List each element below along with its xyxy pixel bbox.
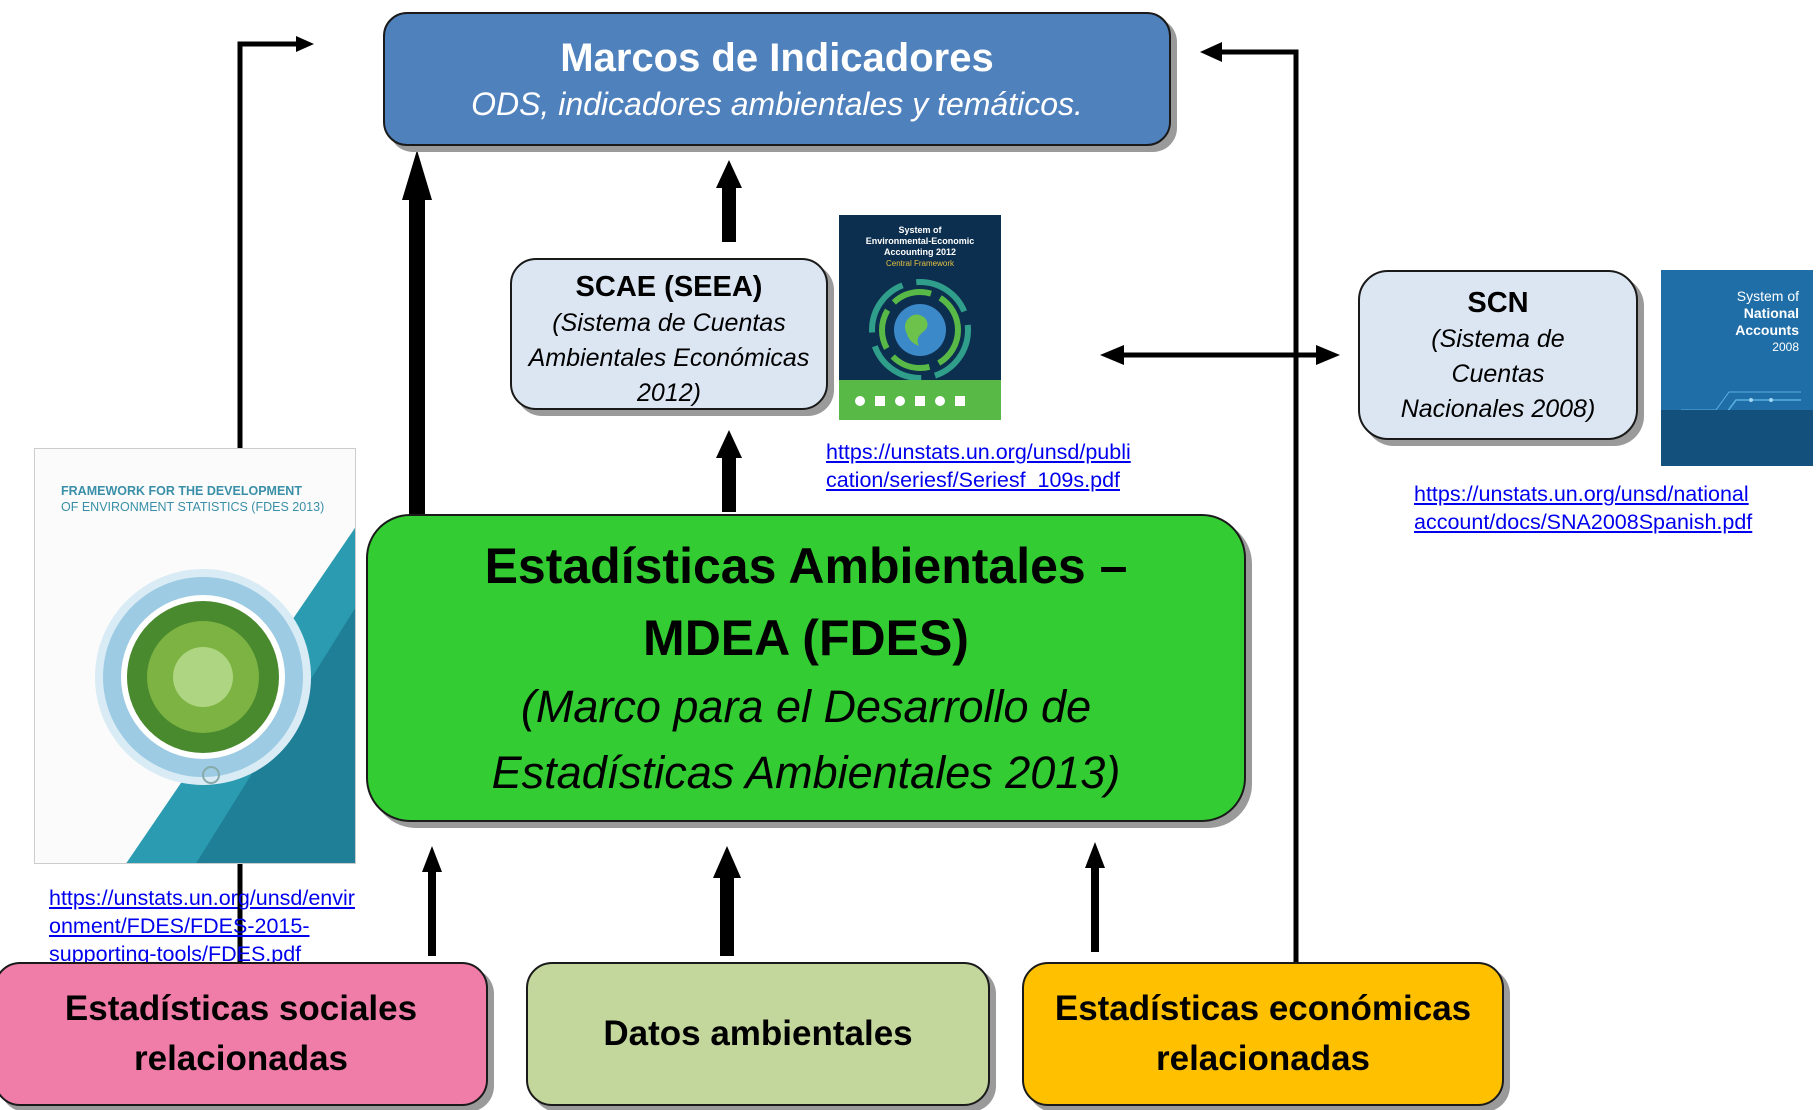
scn-link[interactable]: https://unstats.un.org/unsd/national acc… <box>1414 480 1752 536</box>
env-data-label: Datos ambientales <box>603 1014 913 1053</box>
arrowhead-fdes-to-indicators <box>402 150 432 200</box>
arrow-economic-to-indicators <box>1220 49 1299 962</box>
seea-cover-title-1: System of <box>898 225 942 235</box>
seea-cover-image: System of Environmental-Economic Account… <box>839 215 1001 420</box>
seea-line-3: 2012) <box>637 379 701 407</box>
arrowhead-fdes-to-seea <box>716 430 742 458</box>
economic-stats-line-1: Estadísticas económicas <box>1054 989 1472 1028</box>
seea-cover-title-2: Environmental-Economic <box>865 236 975 246</box>
scn-cover-title-4: 2008 <box>1772 340 1799 354</box>
social-stats-line-1: Estadísticas sociales <box>64 989 418 1028</box>
fdes-main-box: Estadísticas Ambientales – MDEA (FDES) (… <box>366 514 1246 822</box>
fdes-subtitle-line-2: Estadísticas Ambientales 2013) <box>491 747 1121 798</box>
fdes-cover-title-2: OF ENVIRONMENT STATISTICS (FDES 2013) <box>61 500 325 514</box>
economic-stats-box: Estadísticas económicas relacionadas <box>1022 962 1504 1106</box>
scn-line-1: (Sistema de <box>1431 324 1565 353</box>
social-stats-line-2: relacionadas <box>134 1039 348 1078</box>
seea-box: SCAE (SEEA) (Sistema de Cuentas Ambienta… <box>510 258 828 410</box>
indicators-framework-box: Marcos de Indicadores ODS, indicadores a… <box>383 12 1171 146</box>
fdes-cover-title-1: FRAMEWORK FOR THE DEVELOPMENT <box>61 484 302 498</box>
social-stats-box: Estadísticas sociales relacionadas <box>0 962 488 1106</box>
arrowhead-envdata-to-fdes <box>713 846 741 878</box>
scn-line-3: Nacionales 2008) <box>1400 394 1596 423</box>
fdes-title-line-1: Estadísticas Ambientales – <box>484 538 1128 594</box>
arrowhead-social-to-fdes <box>422 846 442 872</box>
arrow-social-to-fdes <box>428 870 436 956</box>
fdes-link-line-2[interactable]: onment/FDES/FDES-2015- <box>49 914 310 938</box>
scn-cover-title-3: Accounts <box>1735 322 1799 338</box>
fdes-link[interactable]: https://unstats.un.org/unsd/envir onment… <box>49 884 355 968</box>
globe-icon <box>869 279 971 381</box>
fdes-cover-image: FRAMEWORK FOR THE DEVELOPMENT OF ENVIRON… <box>34 448 356 864</box>
arrow-envdata-to-fdes <box>720 876 734 956</box>
scn-cover-image: System of National Accounts 2008 <box>1661 270 1813 466</box>
fdes-title-line-2: MDEA (FDES) <box>643 610 969 666</box>
arrowhead-seea-to-indicators <box>716 160 742 188</box>
arrowhead-economic-to-fdes <box>1085 842 1105 868</box>
arrowhead-to-seea <box>1100 345 1124 365</box>
seea-link-line-2[interactable]: cation/seriesf/Seriesf_109s.pdf <box>826 468 1120 492</box>
scn-line-2: Cuentas <box>1451 359 1545 388</box>
scn-link-line-1[interactable]: https://unstats.un.org/unsd/national <box>1414 482 1749 506</box>
scn-title: SCN <box>1467 286 1529 319</box>
arrow-seea-to-indicators <box>722 186 736 242</box>
economic-stats-line-2: relacionadas <box>1156 1039 1370 1078</box>
scn-box: SCN (Sistema de Cuentas Nacionales 2008) <box>1358 270 1638 440</box>
arrowhead-to-scn <box>1316 345 1340 365</box>
forest-circle-icon <box>95 527 355 863</box>
seea-line-1: (Sistema de Cuentas <box>552 309 786 337</box>
arrow-fdes-to-seea <box>722 456 736 512</box>
seea-line-2: Ambientales Económicas <box>528 344 810 372</box>
fdes-subtitle-line-1: (Marco para el Desarrollo de <box>520 681 1092 732</box>
arrow-economic-to-fdes <box>1091 866 1099 952</box>
seea-link-line-1[interactable]: https://unstats.un.org/unsd/publi <box>826 440 1131 464</box>
scn-cover-title-1: System of <box>1736 288 1799 304</box>
scn-link-line-2[interactable]: account/docs/SNA2008Spanish.pdf <box>1414 510 1753 534</box>
seea-title: SCAE (SEEA) <box>575 271 763 303</box>
indicators-subtitle: ODS, indicadores ambientales y temáticos… <box>471 86 1083 122</box>
fdes-link-line-1[interactable]: https://unstats.un.org/unsd/envir <box>49 886 355 910</box>
arrow-fdes-to-indicators <box>409 198 425 538</box>
seea-link[interactable]: https://unstats.un.org/unsd/publi cation… <box>826 438 1131 494</box>
env-data-box: Datos ambientales <box>526 962 990 1106</box>
seea-cover-subtitle: Central Framework <box>885 259 954 268</box>
seea-cover-title-3: Accounting 2012 <box>883 247 957 257</box>
arrowhead-social-to-indicators <box>296 36 314 52</box>
scn-cover-title-2: National <box>1743 305 1799 321</box>
arrowhead-economic-to-indicators <box>1200 42 1222 62</box>
indicators-title: Marcos de Indicadores <box>560 36 994 80</box>
